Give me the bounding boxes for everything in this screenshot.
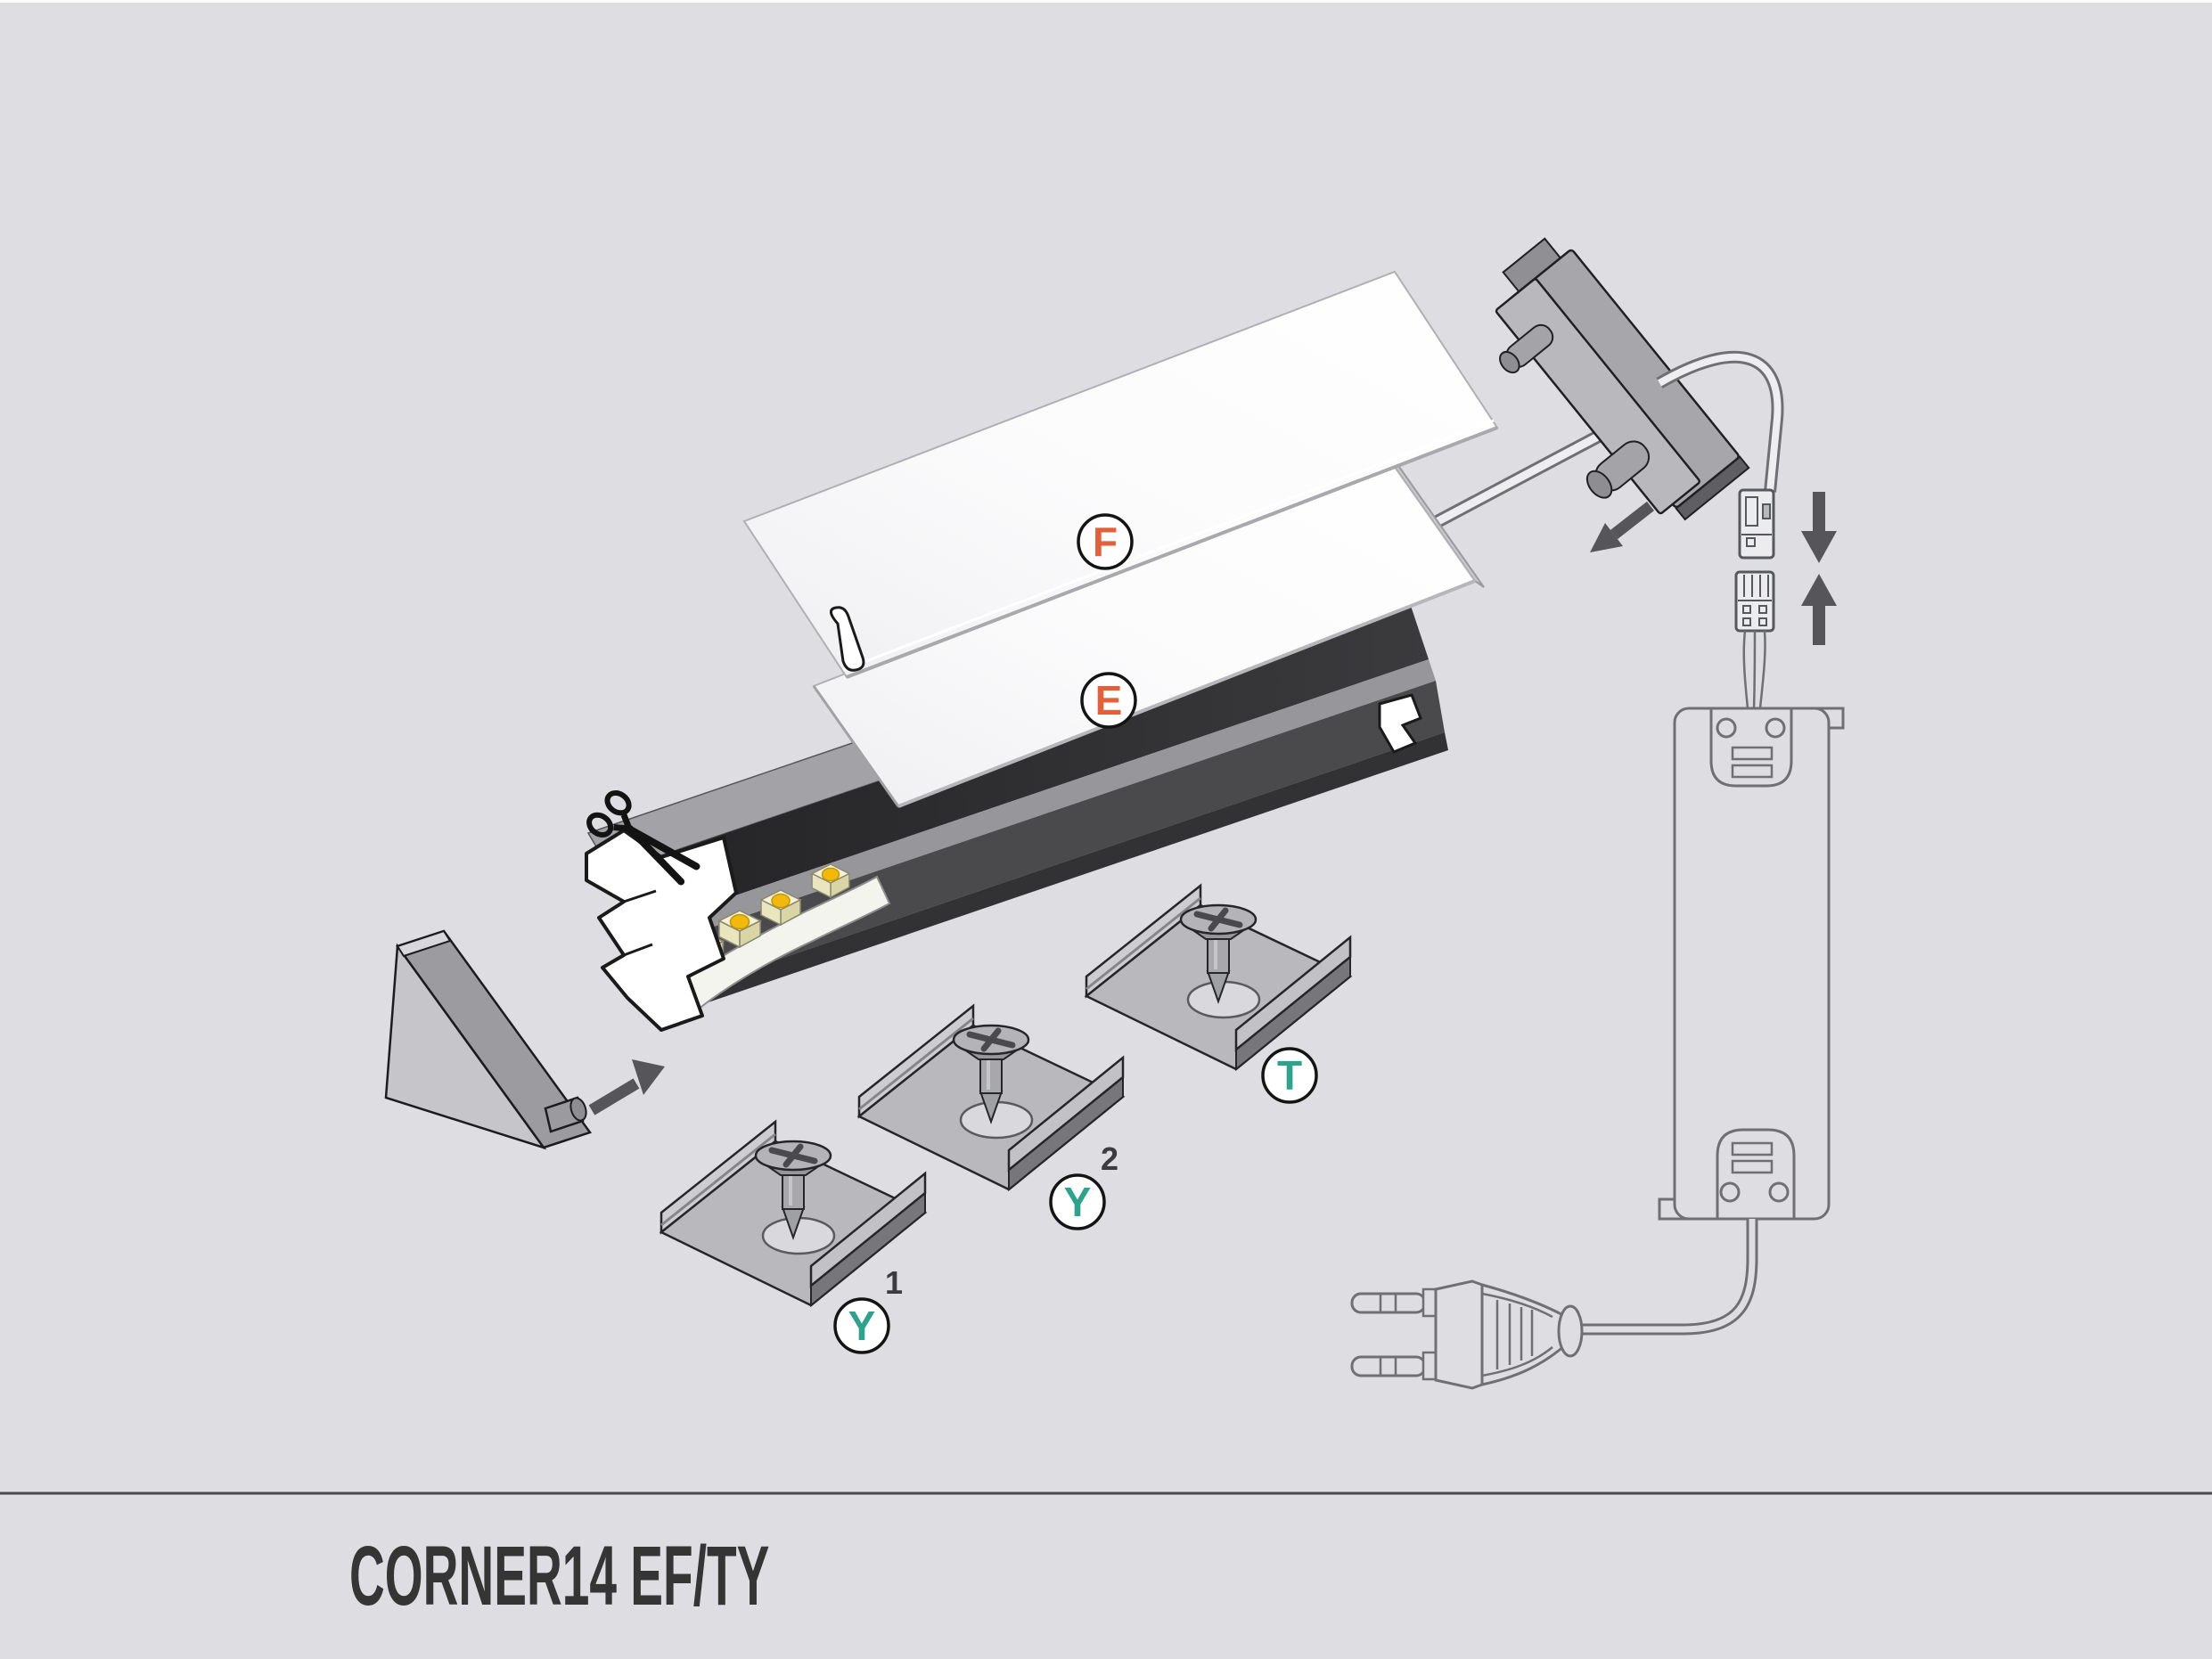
assembly-arrow-left [588, 1059, 665, 1116]
profile-east-cross-section [1378, 693, 1422, 754]
power-cable [1583, 1219, 1758, 1336]
badge-t: T [1261, 1047, 1318, 1104]
badge-f: F [1077, 513, 1134, 570]
led-chip-4 [810, 863, 851, 899]
plug-pin-top [1350, 1292, 1427, 1314]
badge-y2: Y 2 [1049, 1140, 1118, 1230]
page-title: CORNER14 EF/TY [349, 1530, 769, 1623]
plug-body [1434, 1279, 1484, 1390]
click-arrows-icon [1801, 492, 1837, 645]
power-plug [1350, 1279, 1584, 1390]
badge-y2-letter: Y [1064, 1179, 1092, 1225]
cover-f-cross-section [830, 606, 865, 672]
plug-grommet [1557, 1304, 1584, 1358]
scissors-icon [586, 790, 700, 886]
top-border [0, 0, 2212, 3]
badge-e-letter: E [1095, 677, 1123, 723]
led-chip-3 [759, 889, 802, 927]
cover-f [742, 270, 1499, 679]
assembly-arrow-right [1590, 501, 1654, 552]
end-cap [384, 929, 593, 1150]
profile-west-cross-section [585, 829, 738, 1032]
badge-y1-superscript: 1 [885, 1264, 903, 1301]
power-lead [1656, 350, 1784, 493]
connector-female [1734, 570, 1775, 709]
connector-male [1738, 488, 1775, 560]
profile-cross-section-fins [623, 889, 657, 957]
badge-y1: Y 1 [833, 1264, 903, 1354]
plug-pin-bottom [1350, 1355, 1427, 1377]
led-chip-2 [717, 910, 762, 949]
end-cap-with-cable [1495, 237, 1750, 521]
profile-front-lip [647, 732, 1448, 1022]
badge-t-letter: T [1277, 1052, 1302, 1099]
power-supply [1658, 707, 1845, 1221]
badge-y1-letter: Y [848, 1303, 876, 1349]
profile-channel [611, 601, 1429, 931]
badge-y2-superscript: 2 [1101, 1140, 1118, 1177]
title-bar: CORNER14 EF/TY [0, 1491, 2212, 1623]
badge-f-letter: F [1093, 519, 1118, 565]
badge-e: E [1080, 672, 1137, 729]
